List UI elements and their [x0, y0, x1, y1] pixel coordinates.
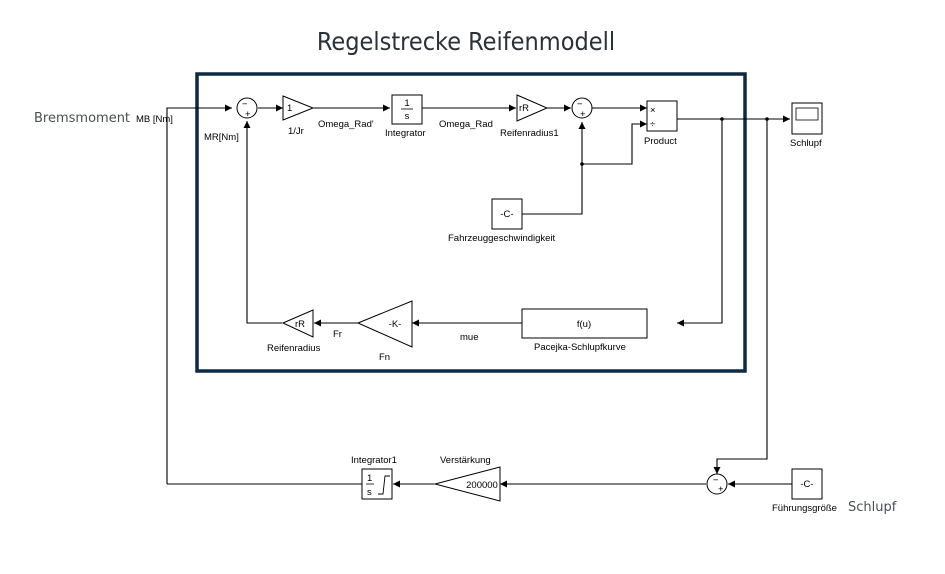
- input-label-bremsmoment: Bremsmoment: [34, 111, 130, 126]
- sum-block-2[interactable]: − +: [571, 97, 593, 120]
- product-multiply-sign: ×: [650, 105, 656, 116]
- sum-sign-minus: −: [713, 475, 719, 486]
- input-label-mb: MB [Nm]: [136, 114, 173, 125]
- sum-sign-minus: −: [577, 99, 583, 110]
- gain-block-fn[interactable]: -K-: [356, 300, 413, 348]
- subsystem-frame: [195, 72, 747, 373]
- block-name-pacejka: Pacejka-Schlupfkurve: [534, 342, 626, 353]
- branch-dot: [580, 162, 584, 166]
- fcn-expression: f(u): [577, 319, 591, 330]
- fcn-block-pacejka[interactable]: f(u): [521, 308, 648, 339]
- block-name-jr: 1/Jr: [288, 126, 304, 137]
- gain-block-reifenradius[interactable]: rR: [281, 309, 314, 338]
- sum-sign-plus: +: [718, 484, 724, 495]
- constant-block-reference[interactable]: -C-: [791, 468, 823, 500]
- scope-block[interactable]: [791, 102, 823, 135]
- sum-block-3[interactable]: − +: [706, 473, 728, 495]
- gain-value: 1: [287, 103, 292, 114]
- gain-value: rR: [295, 319, 305, 330]
- sum-block-1[interactable]: − +: [236, 97, 258, 120]
- integrator-num: 1: [367, 473, 372, 484]
- gain-block-verstaerkung[interactable]: 200000: [433, 466, 501, 502]
- integrator-den: s: [367, 487, 372, 498]
- wire-mb: [166, 104, 232, 484]
- gain-block-reifenradius1[interactable]: rR: [516, 94, 549, 122]
- block-name-speed: Fahrzeuggeschwindigkeit: [448, 233, 556, 244]
- wire-speed-sum2: [522, 122, 586, 215]
- sum-sign-minus: −: [242, 99, 248, 110]
- sum-sign-plus: +: [245, 109, 251, 120]
- diagram-title: Regelstrecke Reifenmodell: [317, 27, 615, 56]
- wire-slip-pacejka: [677, 119, 723, 327]
- signal-label-fr: Fr: [333, 329, 342, 340]
- gain-value: rR: [519, 103, 529, 114]
- signal-label-omega-dot: Omega_Rad': [318, 119, 374, 130]
- signal-label-mr: MR[Nm]: [204, 132, 239, 143]
- integrator-num: 1: [404, 98, 409, 109]
- wire-mr: [243, 121, 282, 324]
- block-name-reifenradius1: Reifenradius1: [500, 128, 559, 139]
- gain-block-jr[interactable]: 1: [282, 95, 315, 121]
- block-name-reifenradius: Reifenradius: [267, 343, 321, 354]
- block-name-verstaerkung: Verstärkung: [440, 455, 491, 466]
- block-name-integrator: Integrator: [385, 128, 426, 139]
- saturation-icon: [378, 475, 390, 495]
- block-name-product: Product: [644, 136, 677, 147]
- constant-value: -C-: [800, 479, 813, 490]
- ref-label-schlupf: Schlupf: [848, 500, 897, 515]
- integrator-block[interactable]: 1 s: [391, 94, 423, 125]
- integrator-den: s: [405, 111, 410, 122]
- wire-speed-product: [582, 120, 647, 165]
- block-name-reference: Führungsgröße: [772, 503, 837, 514]
- signal-label-mue: mue: [460, 332, 478, 343]
- gain-value: -K-: [389, 319, 402, 330]
- signal-label-omega: Omega_Rad: [439, 119, 493, 130]
- block-name-integrator1: Integrator1: [351, 455, 397, 466]
- sum-sign-plus: +: [580, 109, 586, 120]
- wire-slip-sum3: [713, 119, 768, 474]
- constant-value: -C-: [500, 209, 513, 220]
- integrator1-block[interactable]: 1 s: [361, 468, 393, 500]
- scope-screen-icon: [795, 107, 819, 121]
- constant-block-speed[interactable]: -C-: [491, 198, 523, 230]
- product-block[interactable]: × ÷: [646, 100, 678, 132]
- gain-value: 200000: [466, 480, 498, 491]
- product-divide-sign: ÷: [650, 119, 655, 130]
- block-name-scope: Schlupf: [790, 138, 822, 149]
- block-name-fn: Fn: [379, 352, 390, 363]
